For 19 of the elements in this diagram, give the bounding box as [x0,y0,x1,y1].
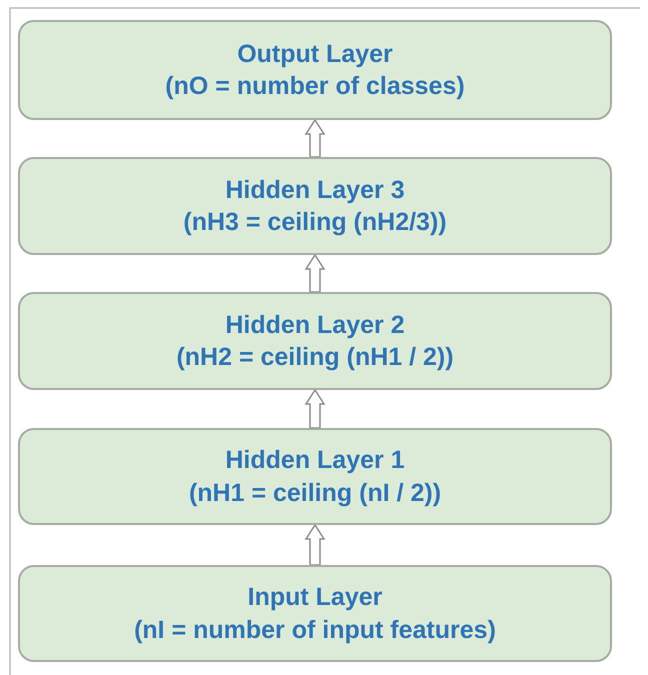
layer-formula: (nH1 = ceiling (nI / 2)) [188,478,442,508]
layer-title: Hidden Layer 3 [225,174,405,206]
arrow [304,118,326,158]
arrow [304,388,326,429]
layer-title: Input Layer [248,582,382,613]
layer-box [18,20,612,120]
layer-formula: (nO = number of classes) [165,71,465,102]
layer-box [18,565,612,662]
layer-formula: (nH2 = ceiling (nH1 / 2)) [176,342,454,373]
arrow [304,254,326,293]
layer-title: Output Layer [237,38,393,70]
layer-box [18,428,612,525]
layer-formula: (nH3 = ceiling (nH2/3)) [183,207,447,238]
layer-title: Hidden Layer 2 [225,310,405,340]
layer-box [18,157,612,255]
arrow [304,524,326,566]
layer-box [18,292,612,390]
layer-title: Hidden Layer 1 [225,445,405,476]
layer-formula: (nI = number of input features) [134,614,496,646]
